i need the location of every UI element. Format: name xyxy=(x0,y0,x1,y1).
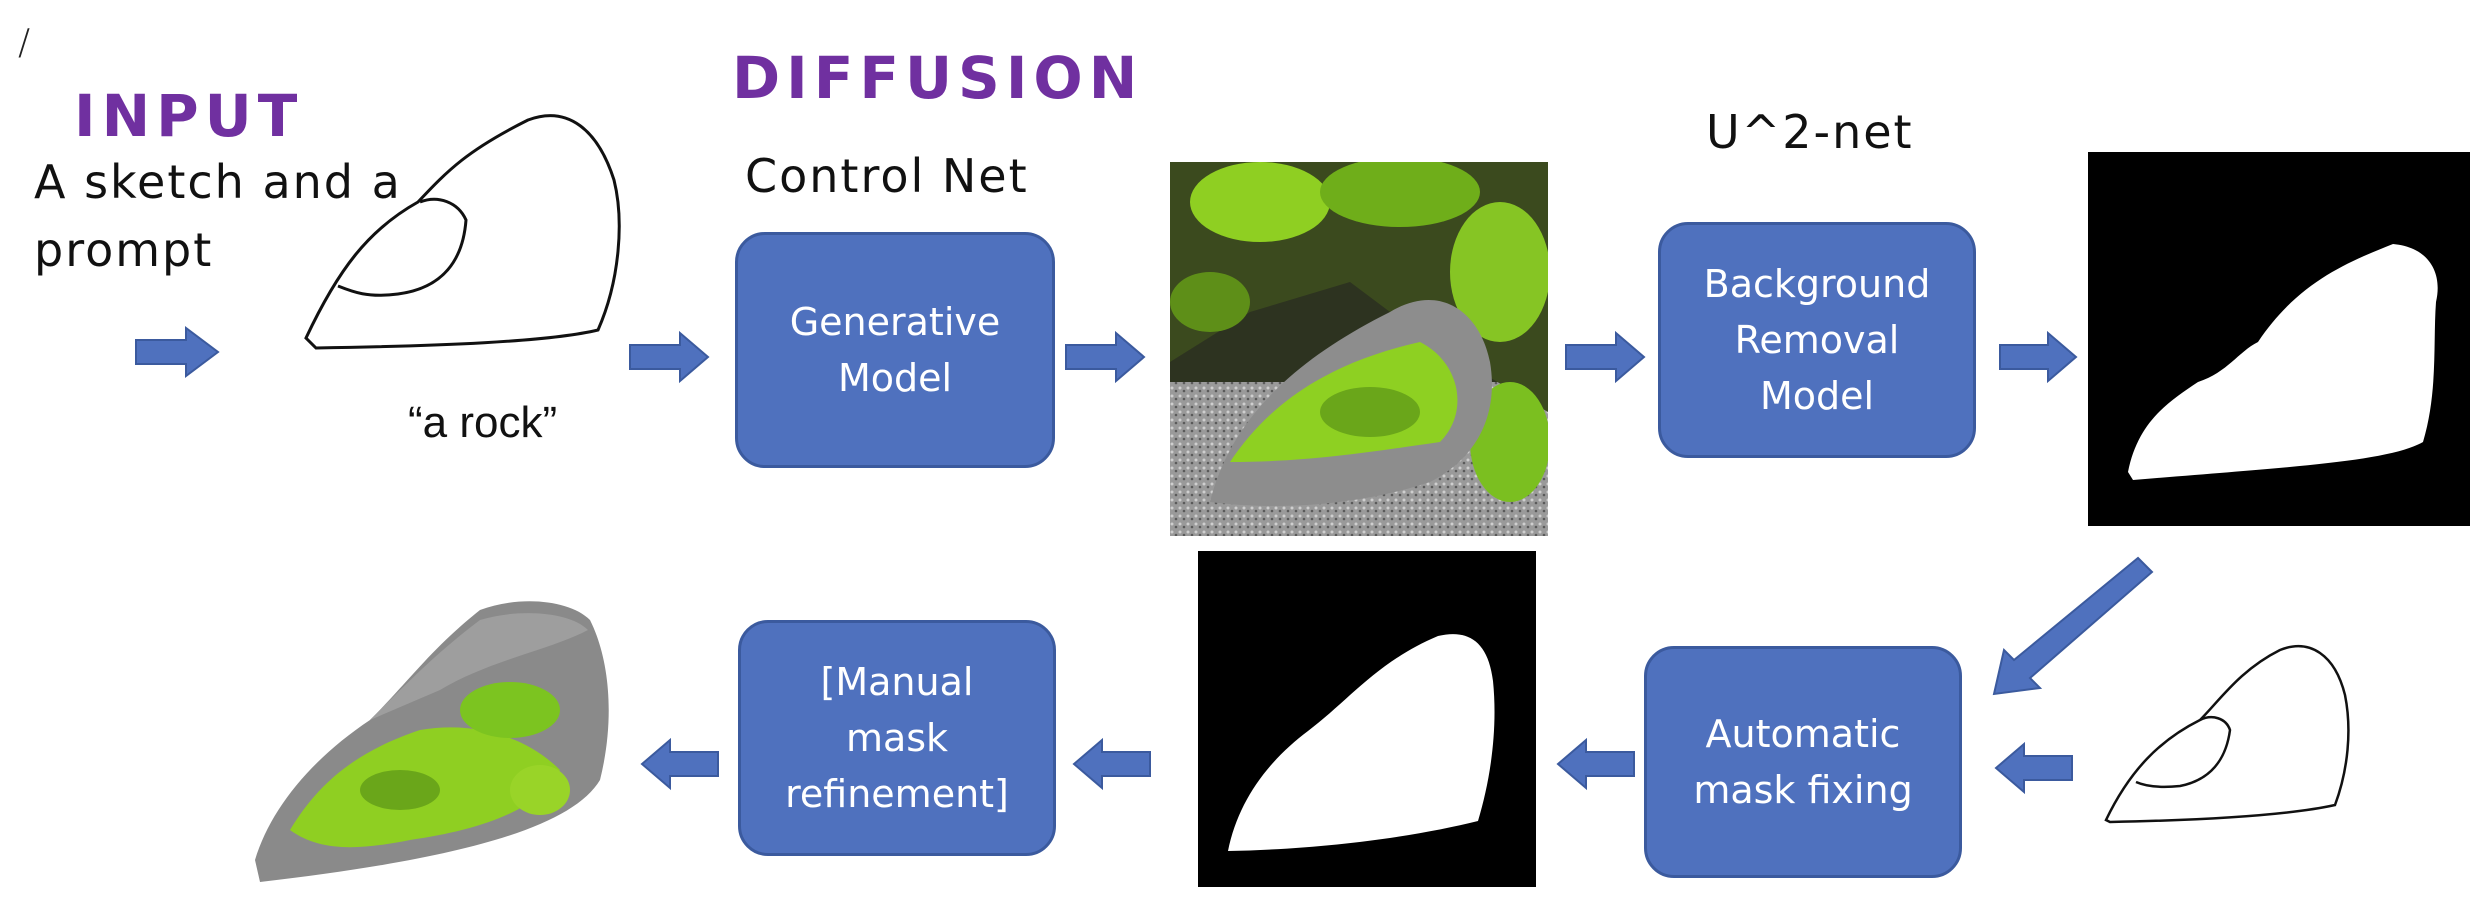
input-sketch xyxy=(298,110,628,370)
background-removal-model-box: Background Removal Model xyxy=(1658,222,1976,458)
control-net-label: Control Net xyxy=(745,149,1029,203)
arrow-right-icon xyxy=(135,326,220,378)
u2net-label: U^2-net xyxy=(1706,105,1914,159)
arrow-left-icon xyxy=(1994,741,2073,795)
input-heading: INPUT xyxy=(74,82,304,150)
arrow-right-icon xyxy=(1065,330,1146,384)
fixed-mask xyxy=(1198,551,1536,887)
final-rock-cutout xyxy=(250,590,640,890)
automatic-mask-fixing-box: Automatic mask fixing xyxy=(1644,646,1962,878)
reference-sketch xyxy=(2100,640,2360,840)
generative-model-box: Generative Model xyxy=(735,232,1055,468)
input-description: A sketch and a prompt xyxy=(34,155,402,277)
background-removed-mask xyxy=(2088,152,2470,526)
generated-rock-image xyxy=(1170,162,1548,536)
arrow-left-icon xyxy=(1556,737,1635,791)
prompt-text: “a rock” xyxy=(408,398,558,447)
arrow-left-icon xyxy=(640,737,719,791)
arrow-right-icon xyxy=(1999,330,2078,384)
diffusion-heading: DIFFUSION xyxy=(732,44,1144,112)
manual-mask-refinement-box: [Manual mask refinement] xyxy=(738,620,1056,856)
corner-mark: / xyxy=(18,22,31,63)
arrow-right-icon xyxy=(629,330,710,384)
arrow-right-icon xyxy=(1565,330,1646,384)
arrow-left-icon xyxy=(1072,737,1151,791)
